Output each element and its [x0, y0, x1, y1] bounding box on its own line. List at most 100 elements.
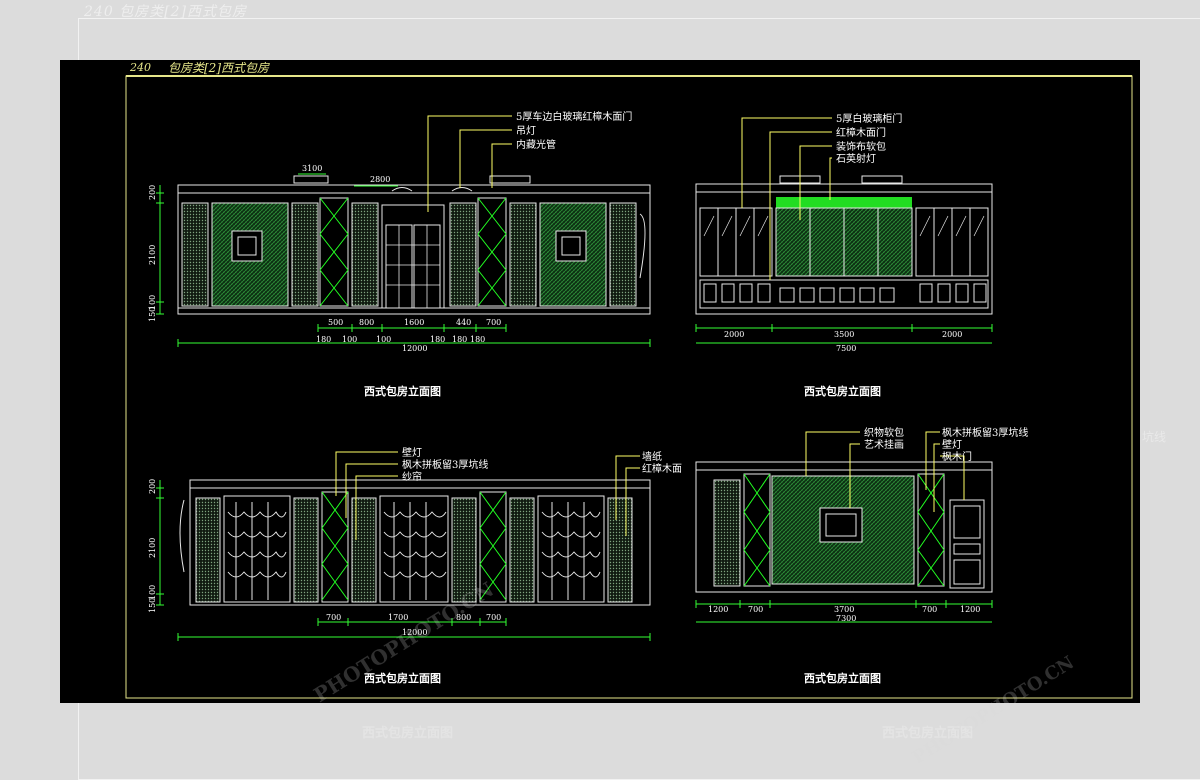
dimension-label: 180 — [430, 335, 445, 344]
callout-label: 吊灯 — [516, 125, 536, 137]
fabric-panel-divisions — [809, 208, 879, 276]
leader-line — [829, 157, 832, 200]
dimension-label: 2800 — [370, 175, 390, 184]
lattice-panel — [321, 491, 349, 603]
lattice-pattern — [477, 197, 507, 307]
lattice-panel — [917, 473, 945, 587]
art-frame — [555, 230, 587, 262]
elevation-top-left: 5厚车边白玻璃红樟木面门 吊灯 内藏光管 3100 2800 200 2100 … — [148, 110, 651, 398]
stone-column — [607, 497, 633, 603]
view-caption: 西式包房立面图 — [364, 384, 441, 398]
side-dimension-line — [156, 480, 164, 606]
lattice-pattern — [321, 491, 349, 601]
dimension-label: 700 — [486, 318, 501, 327]
spotlight-strip — [776, 197, 912, 208]
leader-line — [335, 451, 398, 496]
cad-drawing-sheet: 240 包房类[2]西式包房 5厚车边白玻璃红樟木面门 — [60, 60, 1140, 703]
wall-sconce-profile — [639, 213, 646, 279]
wall-outline — [695, 191, 993, 315]
leader-line — [741, 117, 832, 208]
callout-label: 壁灯 — [942, 438, 962, 451]
leader-line — [427, 115, 512, 212]
dimension-label: 700 — [922, 605, 937, 614]
lattice-panel — [743, 473, 771, 587]
curtain — [537, 495, 605, 603]
callout-label: 5厚车边白玻璃红樟木面门 — [516, 110, 632, 123]
callout-label: 红樟木面 — [642, 462, 682, 475]
leader-line — [459, 129, 512, 188]
dimension-label: 440 — [456, 318, 471, 327]
dimension-total: 7500 — [836, 344, 856, 353]
dimension-label: 800 — [359, 318, 374, 327]
dimension-line — [177, 633, 651, 641]
dimension-label: 2000 — [724, 330, 744, 339]
dimension-line — [177, 339, 651, 347]
stone-column — [449, 202, 477, 307]
header-number: 240 — [129, 61, 151, 74]
stone-column — [351, 202, 379, 307]
stone-column — [181, 202, 209, 307]
leader-line — [345, 463, 398, 518]
dimension-label: 800 — [456, 613, 471, 622]
cad-svg: 240 包房类[2]西式包房 5厚车边白玻璃红樟木面门 — [125, 61, 1133, 699]
dimension-line — [695, 600, 993, 608]
dimension-label: 100 — [342, 335, 357, 344]
view-caption: 西式包房立面图 — [804, 384, 881, 398]
stone-column — [195, 497, 221, 603]
art-frame — [231, 230, 263, 262]
lattice-pattern — [917, 473, 945, 587]
background-caption-right: 西式包房立面图 — [882, 726, 974, 741]
cornice — [177, 184, 651, 194]
view-caption: 西式包房立面图 — [804, 671, 881, 685]
dimension-line — [317, 324, 507, 332]
art-frame-inner — [825, 513, 857, 537]
dimension-label: 150 — [148, 598, 157, 613]
elevation-bottom-left: 壁灯 枫木拼板留3厚坑线 纱帘 墙纸 红樟木面 200 2100 100 150… — [148, 446, 682, 685]
dimension-label: 700 — [748, 605, 763, 614]
header-title: 包房类[2]西式包房 — [168, 61, 270, 75]
stone-column — [713, 479, 741, 587]
stone-column — [293, 497, 319, 603]
dimension-label: 100 — [148, 585, 157, 600]
door-grid — [386, 225, 440, 308]
dimension-label: 1700 — [388, 613, 408, 622]
callout-label: 墙纸 — [642, 450, 662, 463]
dimension-label: 200 — [148, 479, 157, 494]
callout-label: 5厚白玻璃柜门 — [836, 112, 902, 125]
callout-label: 内藏光管 — [516, 138, 556, 151]
background-header: 240 包房类[2]西式包房 — [84, 4, 248, 20]
dimension-total: 12000 — [402, 344, 427, 353]
dimension-label: 500 — [328, 318, 343, 327]
wall-outline — [189, 487, 651, 606]
leader-line — [491, 143, 512, 188]
skirting — [177, 307, 651, 315]
art-frame-inner — [561, 236, 581, 256]
leader-line — [615, 455, 640, 536]
callout-label: 壁灯 — [402, 446, 422, 459]
dimension-label: 1200 — [960, 605, 980, 614]
art-frame-inner — [237, 236, 257, 256]
callout-label: 织物软包 — [864, 426, 904, 439]
ceiling-light-box — [293, 175, 329, 184]
callout-label: 艺术挂画 — [864, 438, 904, 451]
dimension-label: 700 — [326, 613, 341, 622]
lattice-pattern — [479, 491, 507, 601]
dimension-line — [695, 324, 993, 332]
dimension-label: 180 — [470, 335, 485, 344]
dimension-label: 3100 — [302, 164, 322, 173]
dimension-total: 7300 — [836, 614, 856, 623]
wall-sconce-profile — [179, 499, 185, 573]
stone-column — [451, 497, 477, 603]
background-caption-left: 西式包房立面图 — [362, 726, 454, 741]
dimension-label: 200 — [148, 185, 157, 200]
dimension-line — [298, 173, 398, 187]
dimension-label: 180 — [316, 335, 331, 344]
callout-label: 红樟木面门 — [836, 126, 886, 139]
callout-label: 枫木门 — [942, 450, 972, 463]
dimension-total: 12000 — [402, 628, 427, 637]
callout-label: 装饰布软包 — [836, 140, 886, 153]
stone-column — [609, 202, 637, 307]
elevation-bottom-right: 织物软包 艺术挂画 枫木拼板留3厚坑线 壁灯 枫木门 1200 700 3700… — [695, 426, 1028, 685]
dimension-label: 3700 — [834, 605, 854, 614]
background-side-text: 坑线 — [1142, 430, 1167, 444]
